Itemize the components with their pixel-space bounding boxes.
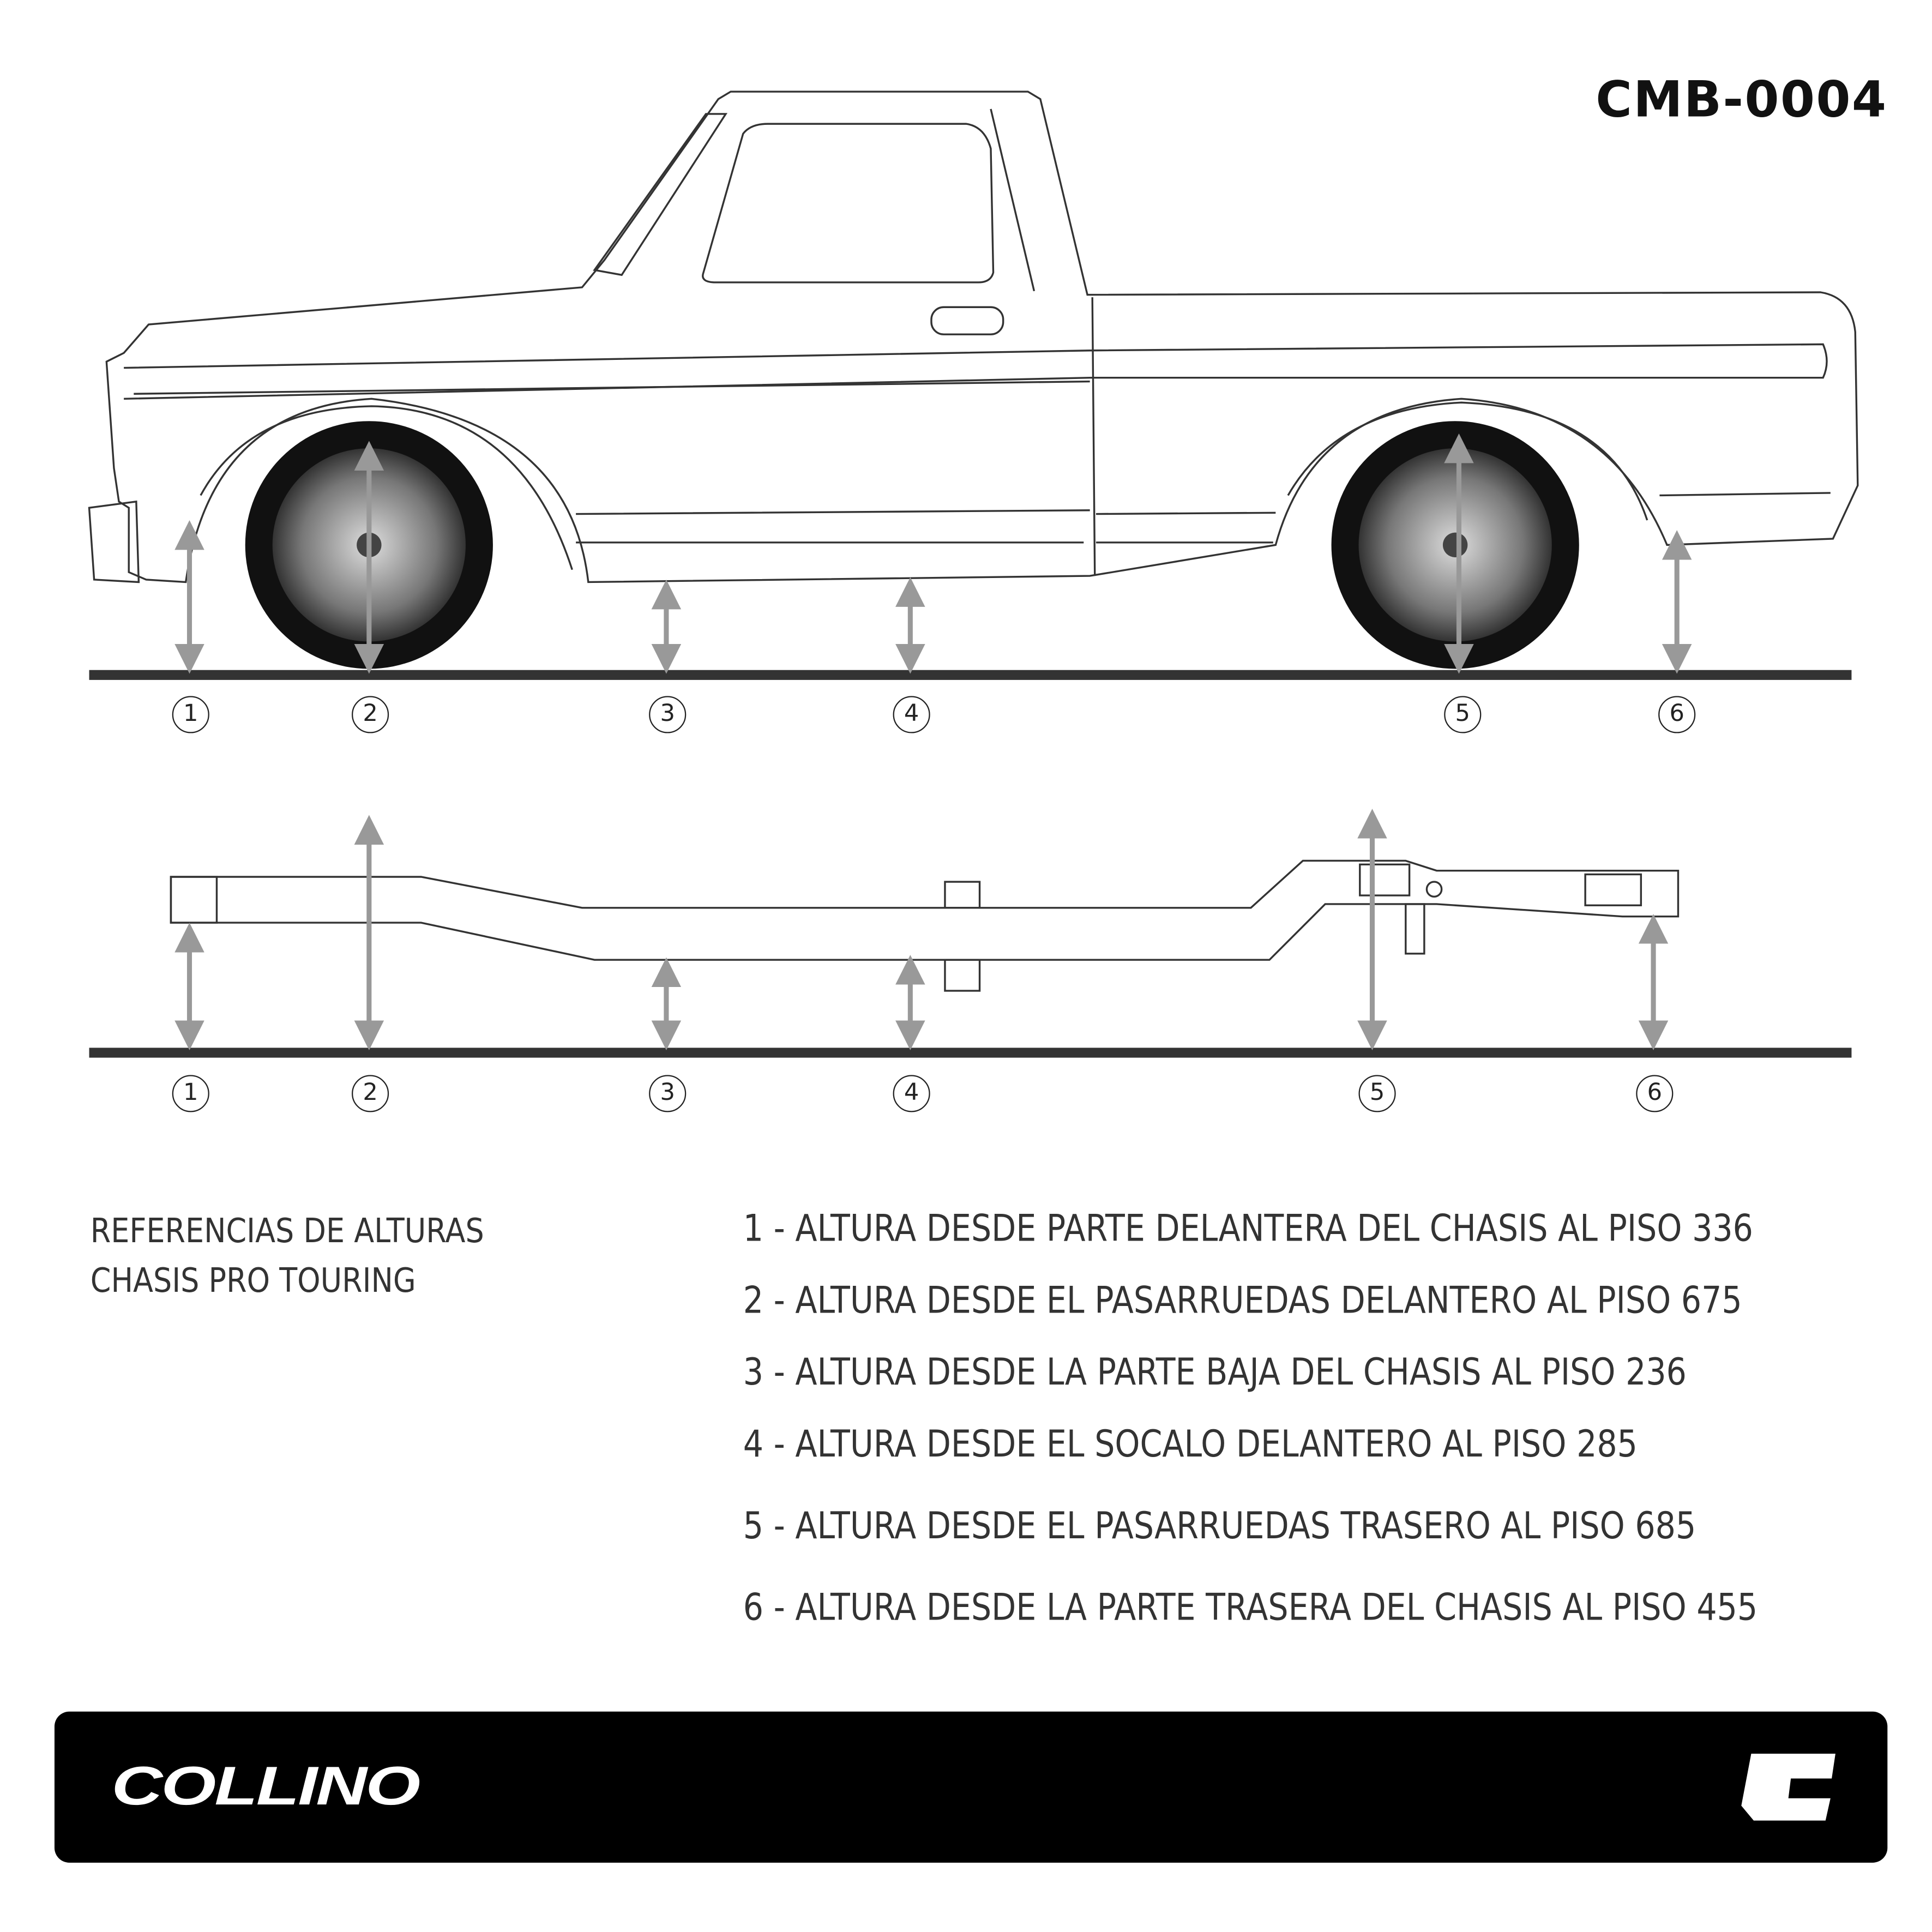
chassis-marker-6: 6 <box>1636 1075 1674 1112</box>
rear-wheel <box>1331 421 1579 669</box>
chassis-marker-2: 2 <box>352 1075 389 1112</box>
truck-marker-5: 5 <box>1444 696 1482 733</box>
brand-footer: COLLINO <box>54 1711 1888 1863</box>
brand-logo: COLLINO <box>111 1756 420 1817</box>
height-item-6: 6 - ALTURA DESDE LA PARTE TRASERA DEL CH… <box>743 1586 1758 1630</box>
references-line-1: REFERENCIAS DE ALTURAS <box>90 1212 484 1251</box>
truck-marker-1: 1 <box>172 696 209 733</box>
brand-c-icon <box>1741 1754 1835 1821</box>
chassis-marker-5: 5 <box>1358 1075 1396 1112</box>
chassis-height-arrows <box>174 809 1669 1050</box>
chassis-marker-3: 3 <box>649 1075 687 1112</box>
truck-height-arrows <box>174 433 1692 674</box>
height-item-5: 5 - ALTURA DESDE EL PASARRUEDAS TRASERO … <box>743 1504 1696 1548</box>
product-code: CMB-0004 <box>1596 71 1888 129</box>
truck-marker-6: 6 <box>1658 696 1696 733</box>
truck-marker-3: 3 <box>649 696 687 733</box>
height-item-1: 1 - ALTURA DESDE PARTE DELANTERA DEL CHA… <box>743 1207 1753 1251</box>
height-item-4: 4 - ALTURA DESDE EL SOCALO DELANTERO AL … <box>743 1423 1638 1467</box>
height-item-2: 2 - ALTURA DESDE EL PASARRUEDAS DELANTER… <box>743 1279 1742 1323</box>
ground-line-truck <box>89 670 1852 680</box>
truck-and-chassis-drawing <box>88 91 1859 1058</box>
chassis-marker-1: 1 <box>172 1075 209 1112</box>
chassis-frame-outline <box>170 859 1680 992</box>
truck-outline <box>88 91 1859 583</box>
truck-marker-4: 4 <box>893 696 930 733</box>
height-item-3: 3 - ALTURA DESDE LA PARTE BAJA DEL CHASI… <box>743 1351 1687 1395</box>
truck-marker-2: 2 <box>352 696 389 733</box>
references-line-2: CHASIS PRO TOURING <box>90 1262 416 1301</box>
references-heading: REFERENCIAS DE ALTURAS CHASIS PRO TOURIN… <box>91 1207 484 1307</box>
chassis-marker-4: 4 <box>893 1075 930 1112</box>
ground-line-chassis <box>89 1048 1852 1058</box>
